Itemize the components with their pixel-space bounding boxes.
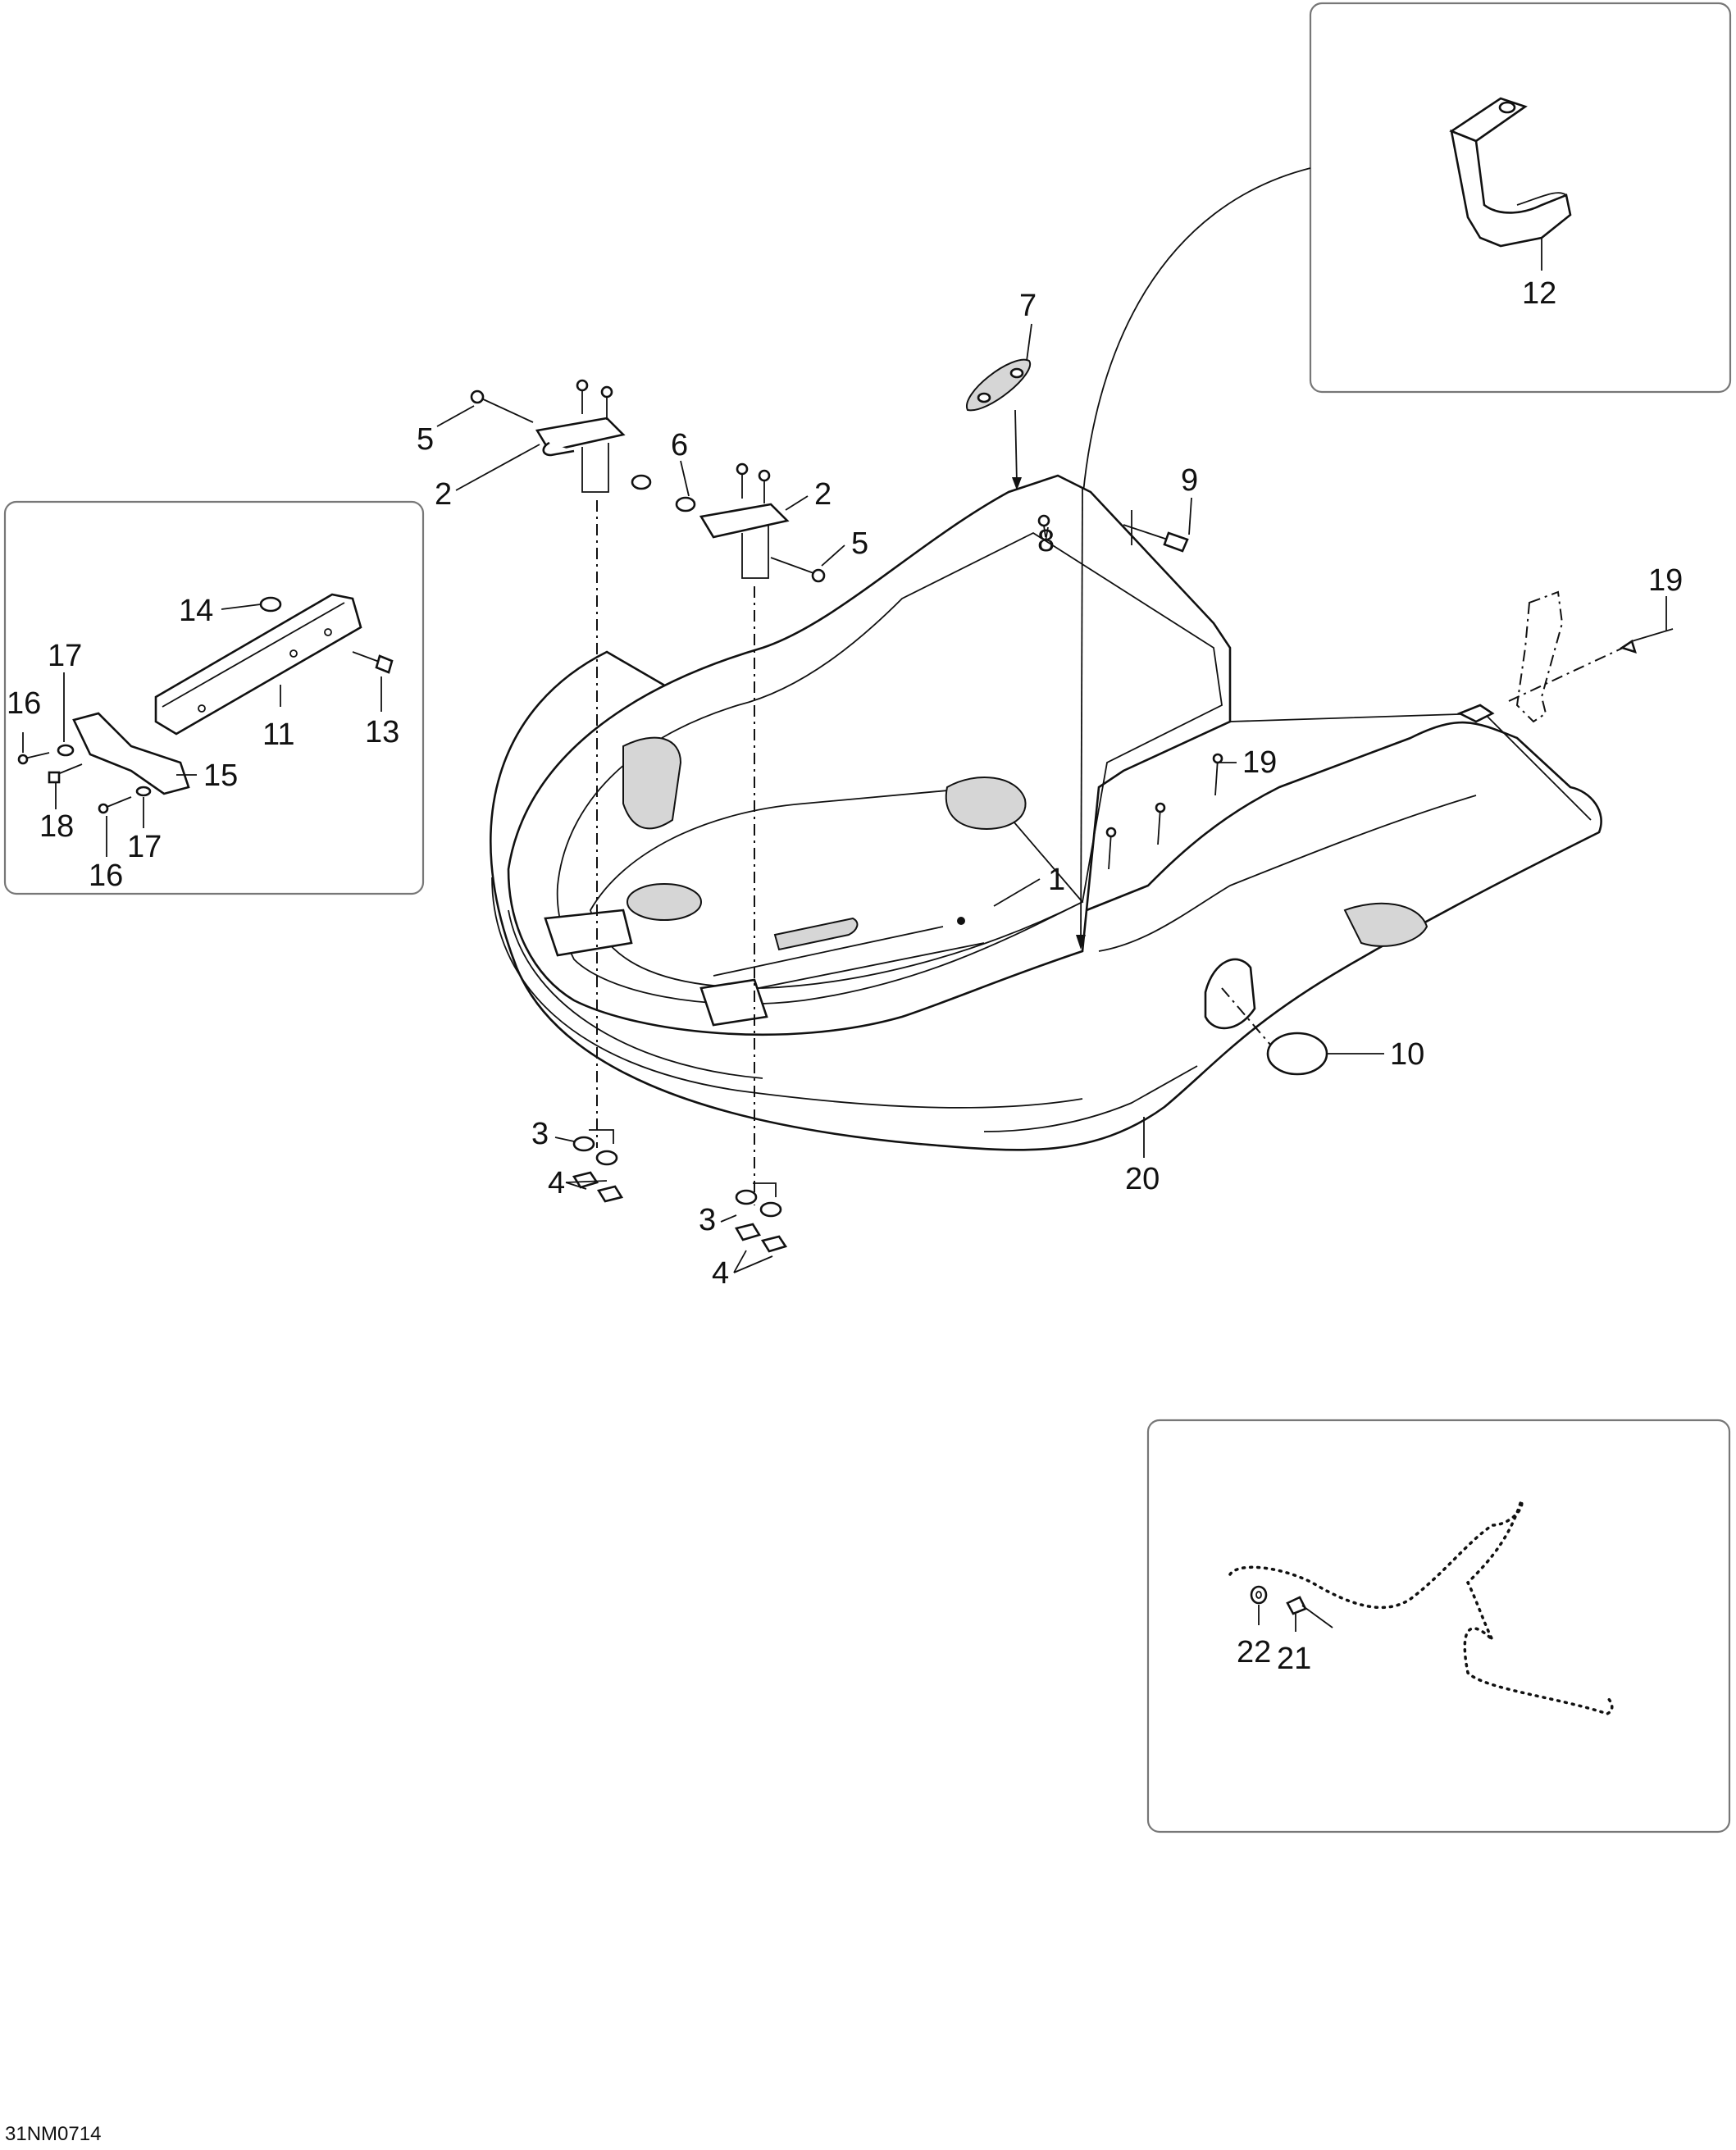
rivet-21 [1286,1596,1333,1628]
inset-leader-curve [1080,167,1311,526]
washer-6b [675,496,696,512]
screw-18 [48,763,83,784]
inset-box-top-right [1309,2,1732,394]
decal-outline-dotted [1228,1496,1614,1715]
assembly-line-7 [1014,409,1018,485]
hull-body [490,474,1602,1151]
callout-16a: 16 [7,686,41,721]
inset-box-bottom-right [1146,1419,1731,1833]
washer-3a [572,1129,618,1166]
callout-3a: 3 [531,1117,549,1151]
callout-20: 20 [1125,1162,1160,1196]
callout-2b: 2 [814,477,832,512]
nut-4b [735,1223,788,1253]
drawing-code: 31NM0714 [5,2123,101,2145]
callout-7: 7 [1019,289,1037,323]
screw-9 [1123,510,1189,553]
callout-16b: 16 [89,859,123,893]
washer-3b [735,1182,782,1218]
callout-4b: 4 [712,1256,729,1291]
callout-9: 9 [1181,463,1198,498]
nut-14 [259,596,282,613]
rivet-19a [1620,628,1674,654]
hinge-2b [699,462,790,579]
nut-4a [572,1171,624,1203]
callout-19a: 19 [1648,563,1683,598]
pin-5a [470,389,534,423]
callout-2a: 2 [435,477,452,512]
flag-bracket-outline [1515,590,1564,723]
callout-19b: 19 [1242,745,1277,780]
inset-box-left [3,500,425,895]
callout-17b: 17 [127,830,162,864]
trim-bracket-11 [154,593,362,736]
bracket-15 [72,712,190,795]
washer-6a [631,474,652,490]
callout-1: 1 [1048,863,1065,897]
callout-4a: 4 [548,1166,565,1200]
callout-10: 10 [1390,1037,1424,1072]
callout-12: 12 [1522,276,1556,311]
callout-8: 8 [1037,524,1055,558]
callout-5a: 5 [417,422,434,457]
plug-10 [1266,1032,1328,1076]
washer-17b [135,786,152,797]
callout-15: 15 [203,758,238,793]
pin-5b [770,557,826,583]
callout-5b: 5 [851,526,868,561]
washer-22 [1250,1585,1268,1605]
callout-22: 22 [1237,1635,1271,1669]
pad-7 [966,358,1032,412]
callout-13: 13 [365,715,399,749]
leader-lines [22,238,1667,1632]
callout-21: 21 [1277,1642,1311,1676]
callout-3b: 3 [699,1203,716,1237]
hinge-2a [535,379,626,493]
screw-13 [352,651,394,674]
callout-11: 11 [262,717,294,752]
bracket-12 [1449,97,1572,248]
callout-6: 6 [671,428,688,462]
callout-17a: 17 [48,639,82,673]
callout-18: 18 [39,809,74,844]
assembly-line-rivet-19a [1508,643,1633,702]
callout-14: 14 [179,594,213,628]
screw-16b [98,796,132,814]
screw-16a [17,752,50,765]
pin-8 [1037,514,1050,538]
rivets-19b [1105,753,1223,870]
washer-17a [57,744,75,757]
